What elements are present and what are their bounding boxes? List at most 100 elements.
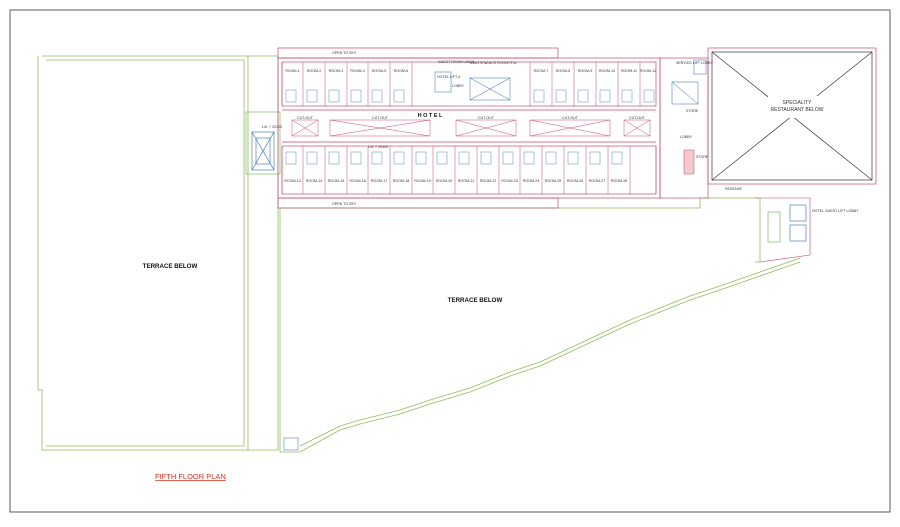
bathroom-block	[480, 151, 492, 165]
level-small-label: LVL + 20300	[262, 125, 282, 129]
restaurant-label-2: RESTAURANT BELOW	[771, 107, 824, 113]
lift-core-left	[245, 111, 281, 175]
bathroom-block	[523, 151, 535, 165]
room-label: ROOM-20	[436, 179, 452, 183]
room-label: ROOM-18	[393, 179, 409, 183]
bathroom-block	[545, 151, 557, 165]
room-label: ROOM-7	[534, 69, 548, 73]
tfa-label: T.F.A.	[508, 61, 517, 65]
stair-corner	[283, 437, 299, 451]
cut-out-void	[623, 119, 651, 137]
passage-label: PASSAGE	[725, 187, 743, 191]
room-label: ROOM-5	[372, 69, 386, 73]
bathroom-block	[458, 151, 470, 165]
bathroom-block	[589, 151, 601, 165]
room-label: ROOM-2	[307, 69, 321, 73]
cut-out-label: CUT-OUT	[297, 116, 314, 120]
room-label: ROOM-17	[371, 179, 387, 183]
bathroom-block	[306, 151, 318, 165]
cut-out-cross	[329, 119, 431, 137]
service-lift-lobby-label: SERVICE LIFT LOBBY	[676, 61, 714, 65]
cut-out-cross	[623, 119, 651, 137]
bathroom-block	[599, 89, 611, 103]
bathroom-block	[371, 89, 383, 103]
guest-room-linen-label: GUEST ROOM LINEN	[438, 60, 474, 64]
bathroom-block	[393, 151, 405, 165]
bathroom-block	[350, 89, 362, 103]
bottom-room-walls	[281, 146, 657, 194]
cut-out-void	[529, 119, 611, 137]
room-label: ROOM-26	[567, 179, 583, 183]
room-label: ROOM-24	[523, 179, 539, 183]
cut-out-void	[455, 119, 517, 137]
room-label: ROOM-25	[545, 179, 561, 183]
hotel-lift-4-label: HOTEL LIFT-4	[437, 75, 460, 79]
room-label: ROOM-19	[414, 179, 430, 183]
guest-lift-core	[755, 197, 811, 263]
restaurant-label-bg	[768, 96, 826, 118]
bathroom-block	[436, 151, 448, 165]
cut-out-label: CUT-OUT	[629, 116, 646, 120]
sheet-border	[9, 9, 891, 513]
room-label: ROOM-28	[611, 179, 627, 183]
room-label: ROOM-4	[350, 69, 364, 73]
open-to-sky-top: OPEN TO SKY	[332, 51, 357, 55]
bathroom-block	[285, 89, 297, 103]
cut-out-void	[291, 119, 319, 137]
room-label: ROOM-15	[328, 179, 344, 183]
bathroom-block	[502, 151, 514, 165]
terrace-mid-label: TERRACE BELOW	[448, 297, 503, 304]
bathroom-block	[577, 89, 589, 103]
cut-out-cross	[291, 119, 319, 137]
room-label: ROOM-22	[480, 179, 496, 183]
cut-out-voids: CUT-OUT CUT-OUT CUT-OUT CUT-OUT CUT-OUT	[291, 116, 651, 137]
room-label: ROOM-11	[621, 69, 637, 73]
bathroom-block	[611, 151, 623, 165]
bathroom-block	[328, 89, 340, 103]
bathroom-block	[533, 89, 545, 103]
room-label: ROOM-9	[578, 69, 592, 73]
bathroom-block	[393, 89, 405, 103]
bathroom-block	[555, 89, 567, 103]
terrace-mid	[279, 197, 801, 453]
cut-out-label: CUT-OUT	[372, 116, 389, 120]
bathroom-block	[371, 151, 383, 165]
hotel-corridor-label: H O T E L	[418, 113, 443, 119]
room-label: ROOM-27	[589, 179, 605, 183]
guest-lift-lobby-label: HOTEL GUEST LIFT LOBBY	[812, 209, 859, 213]
room-label: ROOM-14	[306, 179, 322, 183]
top-room-walls	[281, 62, 655, 106]
lobby-mid-label: LOBBY	[452, 84, 465, 88]
room-label: ROOM-23	[501, 179, 517, 183]
plan-title: FIFTH FLOOR PLAN	[155, 472, 226, 481]
room-label: ROOM-21	[458, 179, 474, 183]
room-label: ROOM-10	[599, 69, 615, 73]
bathroom-block	[621, 89, 633, 103]
lobby-right-label: LOBBY	[680, 135, 693, 139]
bathroom-block	[350, 151, 362, 165]
bathroom-block	[643, 89, 655, 103]
service-core	[671, 59, 707, 175]
bathroom-block	[306, 89, 318, 103]
cut-out-cross	[529, 119, 611, 137]
store1-label: STORE	[686, 109, 699, 113]
store2-label: STORE	[696, 155, 709, 159]
bathroom-block	[285, 151, 297, 165]
restaurant-label-1: SPECIALITY	[783, 100, 813, 106]
cut-out-label: CUT-OUT	[478, 116, 495, 120]
room-label: ROOM-13	[284, 179, 300, 183]
room-label: ROOM-8	[556, 69, 570, 73]
cut-out-label: CUT-OUT	[562, 116, 579, 120]
hotel-lift-lobby	[434, 71, 511, 101]
bathroom-block	[567, 151, 579, 165]
room-label: ROOM-3	[329, 69, 343, 73]
room-label: ROOM-12	[640, 69, 656, 73]
open-to-sky-bottom: OPEN TO SKY	[332, 202, 357, 206]
bottom-room-labels: ROOM-13 ROOM-14 ROOM-15 ROOM-16 ROOM-17 ROOM-…	[284, 179, 627, 183]
bathroom-block	[328, 151, 340, 165]
room-label: ROOM-6	[394, 69, 408, 73]
room-label: ROOM-16	[349, 179, 365, 183]
